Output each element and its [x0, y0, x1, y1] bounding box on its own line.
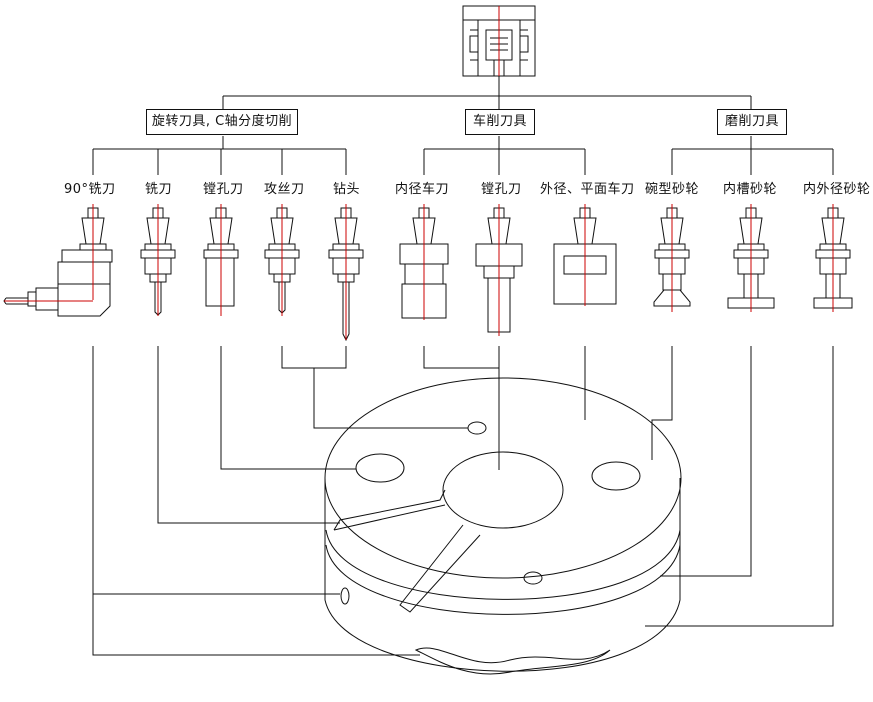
tool-label: 铣刀: [145, 182, 173, 197]
category-turning-tools: 车削刀具: [465, 109, 535, 135]
drill-tool-icon: [328, 204, 364, 342]
inner-groove-wheel-icon: [727, 204, 775, 312]
angle-mill-tool-icon: [3, 204, 113, 317]
bowl-wheel-icon: [653, 204, 691, 312]
tool-label: 内外径砂轮: [803, 182, 871, 197]
category-grinding-tools: 磨削刀具: [717, 109, 787, 135]
tool-label: 镗孔刀: [481, 182, 522, 197]
mill-tool-icon: [140, 204, 176, 316]
tap-tool-icon: [264, 204, 300, 316]
tool-label: 外径、平面车刀: [540, 182, 635, 197]
boring-tool-icon: [203, 204, 239, 316]
tool-label: 90°铣刀: [64, 182, 116, 197]
tool-label: 内径车刀: [395, 182, 450, 197]
tool-label: 镗孔刀: [203, 182, 244, 197]
tool-label: 攻丝刀: [264, 182, 305, 197]
turning-boring-tool-icon: [475, 204, 523, 336]
tool-label: 钻头: [333, 182, 361, 197]
inner-turning-tool-icon: [399, 204, 449, 320]
od-face-turning-tool-icon: [553, 204, 617, 306]
spindle-head-icon: [462, 5, 536, 77]
rotary-table-icon: [324, 377, 682, 675]
tool-label: 内槽砂轮: [723, 182, 778, 197]
category-rotary-tools: 旋转刀具, C轴分度切削: [146, 109, 298, 135]
tool-label: 碗型砂轮: [645, 182, 700, 197]
id-od-wheel-icon: [813, 204, 853, 312]
